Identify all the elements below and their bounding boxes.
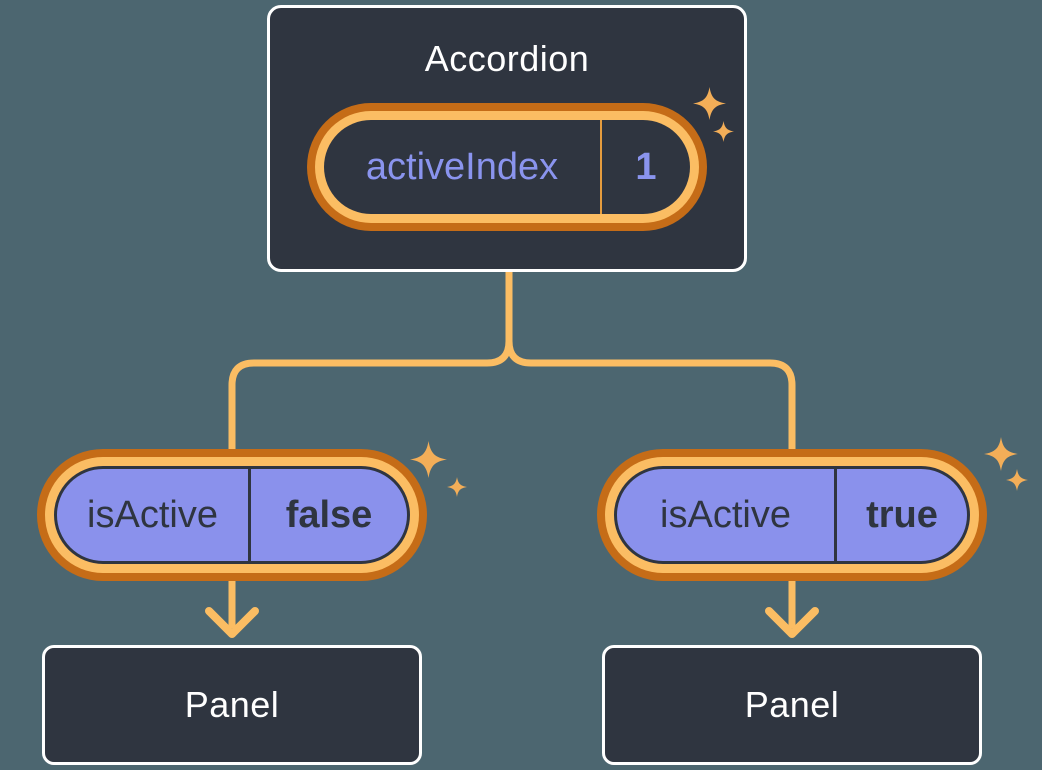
pill-glow-ring-outer: isActive true [597,449,987,581]
sparkle-icon [984,437,1018,471]
active-index-state-pill: activeIndex 1 [307,103,707,231]
sparkle-icon [447,477,467,497]
pill-glow-ring-outer: isActive false [37,449,427,581]
state-value: false [248,469,407,561]
pill-glow-ring-inner: activeIndex 1 [315,111,699,223]
sparkle-icon [410,441,447,478]
pill-body: isActive true [614,466,970,564]
sparkle-icon [693,87,726,120]
state-value: 1 [600,120,690,214]
panel-title: Panel [744,684,840,725]
panel-card-left: Panel [42,645,422,765]
arrow-down-icon [765,607,819,638]
state-label: activeIndex [365,145,559,188]
state-label: isActive [87,493,218,536]
pill-glow-ring-outer: activeIndex 1 [307,103,707,231]
pill-glow-ring-inner: isActive false [45,457,419,573]
pill-body: activeIndex 1 [324,120,690,214]
connector-right-branch [505,271,796,628]
arrow-down-icon [205,607,259,638]
state-label: isActive [660,493,791,536]
state-value: true [834,469,967,561]
pill-glow-ring-inner: isActive true [605,457,979,573]
panel-card-right: Panel [602,645,982,765]
accordion-title: Accordion [424,38,590,79]
sparkle-icon [1006,469,1028,491]
panel-title: Panel [184,684,280,725]
is-active-state-pill-left: isActive false [37,449,427,581]
is-active-state-pill-right: isActive true [597,449,987,581]
sparkle-icon [713,121,734,142]
pill-body: isActive false [54,466,410,564]
